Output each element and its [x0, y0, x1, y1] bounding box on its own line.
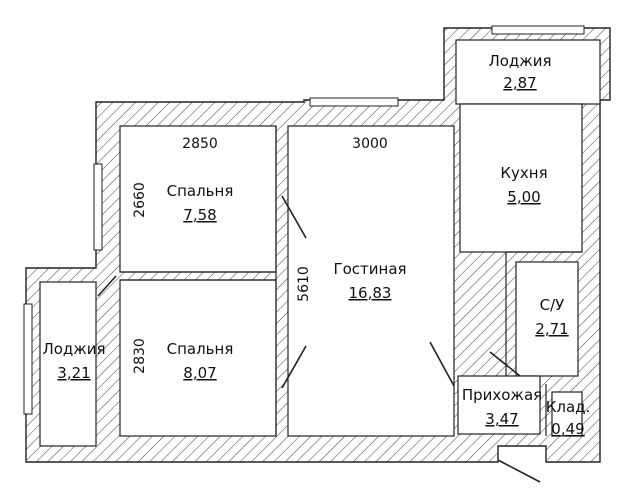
room-name-hallway: Прихожая — [462, 386, 542, 404]
window-bedroom-top — [93, 163, 103, 251]
door-loggia-left — [97, 275, 117, 297]
room-area-loggia-left: 3,21 — [57, 364, 90, 382]
room-area-living: 16,83 — [349, 284, 392, 302]
window-loggia-left — [23, 303, 33, 415]
room-name-loggia-left: Лоджия — [42, 340, 105, 358]
door-bathroom — [489, 351, 521, 377]
room-name-bedroom-bottom: Спальня — [167, 340, 234, 358]
room-area-bedroom-bottom: 8,07 — [183, 364, 216, 382]
dim-living-width: 3000 — [352, 136, 388, 152]
room-name-bedroom-top: Спальня — [167, 182, 234, 200]
room-void-kitchen — [459, 103, 583, 253]
room-void-bedroom-bottom — [119, 279, 277, 437]
door-living-hall — [429, 341, 455, 387]
dim-bedroom-top-width: 2850 — [182, 136, 218, 152]
room-void-loggia-top — [455, 39, 601, 105]
room-void-living — [287, 125, 455, 437]
dim-bedroom-top-depth: 2660 — [132, 182, 148, 218]
room-name-loggia-top: Лоджия — [488, 52, 551, 70]
door-bedroom-bottom — [281, 345, 307, 389]
window-living — [309, 97, 399, 107]
room-name-storage: Клад. — [546, 398, 591, 416]
room-name-living: Гостиная — [333, 260, 406, 278]
room-area-loggia-top: 2,87 — [503, 74, 536, 92]
door-bedroom-top — [281, 195, 307, 239]
room-name-bathroom: С/У — [540, 296, 565, 314]
room-void-loggia-left — [39, 281, 97, 447]
room-void-bathroom — [515, 261, 579, 377]
room-void-storage — [551, 391, 583, 437]
room-name-kitchen: Кухня — [500, 164, 547, 182]
room-void-hallway — [457, 375, 541, 435]
dim-living-depth: 5610 — [296, 266, 312, 302]
door-entrance — [497, 459, 541, 483]
dim-bedroom-bottom-depth: 2830 — [132, 338, 148, 374]
room-area-bathroom: 2,71 — [535, 320, 568, 338]
room-area-bedroom-top: 7,58 — [183, 206, 216, 224]
room-area-hallway: 3,47 — [485, 410, 518, 428]
room-area-kitchen: 5,00 — [507, 188, 540, 206]
window-loggia-top — [491, 25, 585, 35]
room-area-storage: 0,49 — [551, 420, 584, 438]
